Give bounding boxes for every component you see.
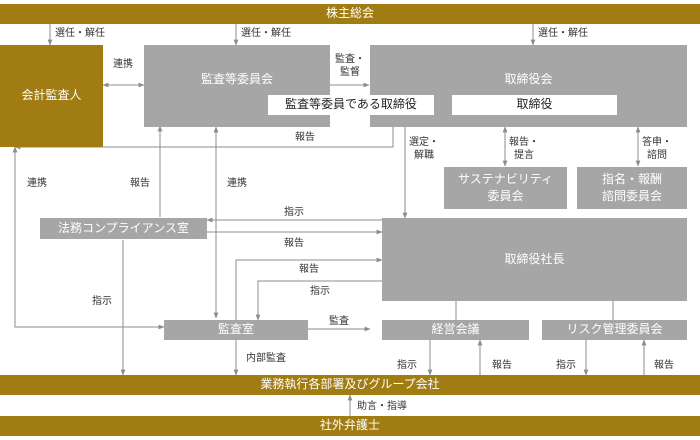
- label-cooperate-left: 連携: [27, 178, 47, 189]
- label-report-proposal: 報告・ 提言: [509, 137, 539, 161]
- risk-management-committee-box: リスク管理委員会: [542, 320, 687, 340]
- accounting-auditor-box: 会計監査人: [0, 45, 103, 147]
- label-instruct-office: 指示: [310, 286, 330, 297]
- cooperate-arrow-left: [12, 146, 165, 330]
- label-elect-3: 選任・解任: [538, 28, 588, 39]
- business-units-box: 業務執行各部署及びグループ会社: [0, 375, 700, 395]
- label-report-ac: 報告: [130, 178, 150, 189]
- label-cooperate-top: 連携: [113, 59, 133, 70]
- label-elect-2: 選任・解任: [241, 28, 291, 39]
- label-audit-supervise: 監査・ 監督: [335, 54, 365, 78]
- label-cooperate-mid: 連携: [227, 178, 247, 189]
- label-audit: 監査: [329, 316, 349, 327]
- report-arrow-office: [235, 257, 383, 320]
- nomination-compensation-committee-box: 指名・報酬 諮問委員会: [577, 167, 687, 209]
- label-report-risk: 報告: [654, 360, 674, 371]
- label-report-office: 報告: [299, 264, 319, 275]
- label-instruct-mgmt: 指示: [397, 360, 417, 371]
- instruct-arrow-office: [255, 280, 382, 321]
- label-advice: 助言・指導: [357, 401, 407, 412]
- audit-committee-director-box: 監査等委員である取締役: [268, 95, 434, 115]
- label-report-mgmt: 報告: [492, 360, 512, 371]
- label-instruct-legal: 指示: [284, 207, 304, 218]
- audit-office-box: 監査室: [164, 320, 308, 340]
- shareholders-meeting-box: 株主総会: [0, 4, 700, 24]
- label-internal-audit: 内部監査: [246, 353, 286, 364]
- outside-lawyer-box: 社外弁護士: [0, 416, 700, 436]
- label-appoint: 選定・ 解職: [409, 137, 439, 161]
- label-instruct-left: 指示: [92, 296, 112, 307]
- label-report-legal: 報告: [284, 238, 304, 249]
- label-instruct-risk: 指示: [556, 360, 576, 371]
- legal-compliance-office-box: 法務コンプライアンス室: [40, 218, 207, 239]
- management-meeting-box: 経営会議: [382, 320, 529, 340]
- president-box: 取締役社長: [382, 218, 687, 301]
- sustainability-committee-box: サステナビリティ 委員会: [444, 167, 567, 209]
- label-elect-1: 選任・解任: [55, 28, 105, 39]
- label-report-board: 報告: [295, 132, 315, 143]
- director-box: 取締役: [452, 95, 617, 115]
- label-consult: 答申・ 諮問: [642, 137, 672, 161]
